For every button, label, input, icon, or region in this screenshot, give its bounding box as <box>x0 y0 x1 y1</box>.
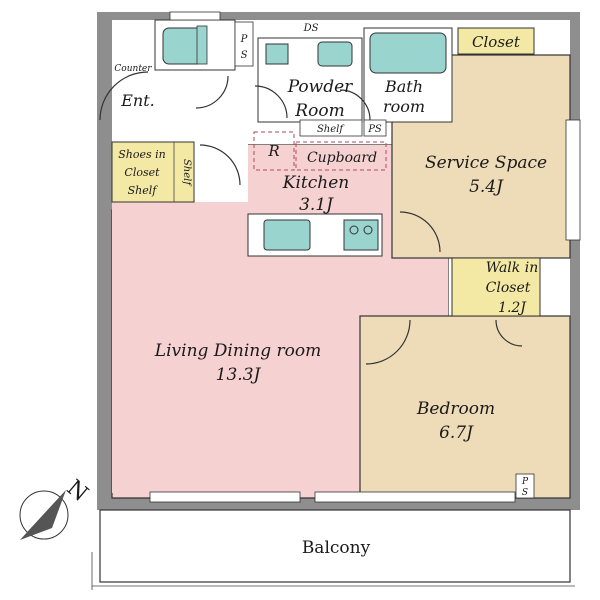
fridge-outline <box>253 131 295 171</box>
toilet-tank <box>196 25 208 65</box>
service-door-swing <box>399 211 441 253</box>
bath-door-swing <box>339 89 371 121</box>
label-ps-mid: PS <box>367 124 382 135</box>
walk-in-closet-area <box>451 257 541 317</box>
closet-door-swing <box>495 319 523 347</box>
entry-door-swing <box>99 71 149 121</box>
label-closet-top: Closet <box>472 33 521 51</box>
window-bottom-right <box>314 491 516 503</box>
label-shoes-2: Closet <box>124 166 160 179</box>
entrance-lower <box>195 142 248 202</box>
burner-icon-2 <box>363 225 373 235</box>
kitchen-fill <box>248 145 392 205</box>
powder-door-swing <box>254 85 288 119</box>
window-bottom-left <box>149 491 301 503</box>
label-counter: Counter <box>114 64 152 74</box>
label-ps-top-2: S <box>241 50 248 61</box>
label-living-size: 13.3J <box>216 365 262 385</box>
bedroom-area <box>359 315 571 499</box>
label-walk-in-size: 1.2J <box>498 300 527 316</box>
toilet-door-swing <box>195 75 229 109</box>
label-bath-2: room <box>383 97 425 116</box>
label-walk-in: Walk in <box>486 260 538 276</box>
label-ds: DS <box>303 23 319 34</box>
cupboard-outline <box>295 141 387 171</box>
label-kitchen-size: 3.1J <box>299 195 334 215</box>
label-compass-n: N <box>62 475 93 507</box>
label-service: Service Space <box>425 153 547 173</box>
closet-top-area <box>457 27 535 55</box>
label-ps-top: P <box>240 34 248 45</box>
ps-top-box <box>234 21 254 67</box>
compass-icon <box>19 490 69 540</box>
label-powder: Powder <box>287 77 353 97</box>
label-balcony: Balcony <box>302 538 371 558</box>
burner-icon <box>349 225 359 235</box>
washing-machine-icon <box>265 43 289 65</box>
label-shoes: Shoes in <box>118 148 166 161</box>
window-top <box>169 11 221 21</box>
kitchen-door-swing <box>199 144 241 186</box>
entrance-area <box>112 72 248 142</box>
sink-icon <box>317 41 353 67</box>
label-living: Living Dining room <box>154 341 321 361</box>
kitchen-sink-icon <box>263 219 311 251</box>
label-shelf-vertical: Shelf <box>181 159 192 187</box>
label-fridge: R <box>267 142 279 160</box>
label-bedroom: Bedroom <box>416 399 495 419</box>
label-shoes-shelf: Shelf <box>128 184 159 197</box>
label-bath: Bath <box>384 77 423 96</box>
stove-icon <box>343 219 379 251</box>
label-service-size: 5.4J <box>469 177 504 197</box>
bedroom-door-swing <box>365 319 411 365</box>
label-ent: Ent. <box>120 91 155 110</box>
label-kitchen: Kitchen <box>282 173 349 193</box>
shoes-closet-area <box>111 141 195 203</box>
label-bedroom-size: 6.7J <box>439 423 474 443</box>
balcony-area <box>99 509 571 583</box>
ps-bed-box <box>515 473 535 499</box>
window-right <box>565 119 581 241</box>
bathtub-icon <box>369 32 447 74</box>
label-cupboard: Cupboard <box>307 150 377 166</box>
shelf-strip <box>299 119 363 137</box>
label-ps-bed-2: S <box>522 488 528 498</box>
label-walk-in-2: Closet <box>486 280 531 296</box>
label-shelf-small: Shelf <box>317 124 345 135</box>
ps-mid-box <box>363 119 387 137</box>
label-powder-2: Room <box>294 101 344 121</box>
label-ps-bed: P <box>521 477 529 487</box>
